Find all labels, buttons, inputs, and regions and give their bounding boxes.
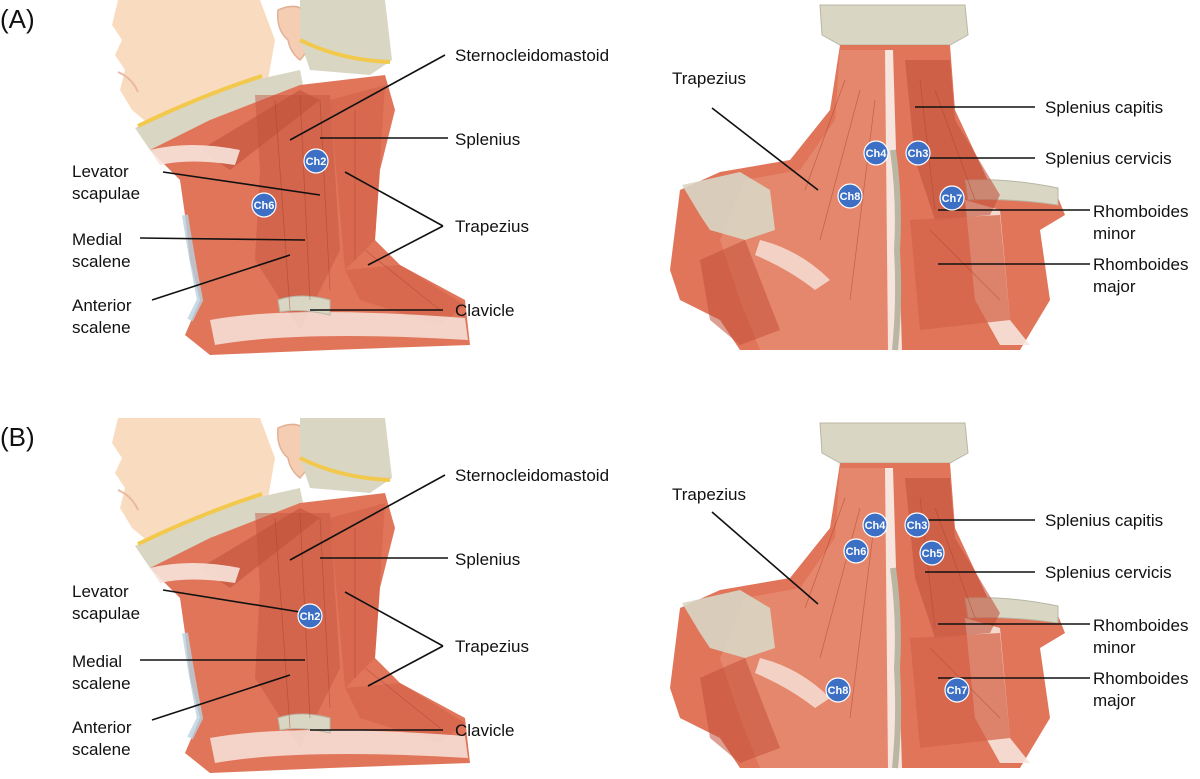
channel-marker: Ch3: [904, 512, 930, 538]
panel-a-back-neck-illustration: [670, 5, 1065, 350]
channel-marker: Ch7: [939, 185, 965, 211]
label-clavicle: Clavicle: [455, 301, 515, 320]
label-rhomboides-major-line1: Rhomboides: [1093, 669, 1188, 688]
label-medial-line2: scalene: [72, 674, 131, 693]
label-anterior-line2: scalene: [72, 318, 131, 337]
label-levator-line1: Levator: [72, 582, 129, 601]
svg-text:Ch3: Ch3: [908, 148, 929, 160]
svg-text:Ch4: Ch4: [866, 148, 888, 160]
label-splenius-capitis: Splenius capitis: [1045, 511, 1163, 530]
label-anterior-line2: scalene: [72, 740, 131, 759]
svg-text:Ch3: Ch3: [907, 520, 928, 532]
label-levator-line2: scapulae: [72, 184, 140, 203]
channel-marker: Ch2: [303, 148, 329, 174]
label-rhomboides-minor-line2: minor: [1093, 224, 1136, 243]
channel-marker: Ch4: [862, 512, 888, 538]
svg-text:Ch7: Ch7: [942, 193, 963, 205]
label-rhomboides-major-line2: major: [1093, 691, 1136, 710]
panel-a-label: (A): [0, 4, 35, 34]
label-rhomboides-minor-line1: Rhomboides: [1093, 616, 1188, 635]
label-anterior-line1: Anterior: [72, 296, 132, 315]
label-clavicle: Clavicle: [455, 721, 515, 740]
label-anterior-line1: Anterior: [72, 718, 132, 737]
label-trapezius-back: Trapezius: [672, 485, 746, 504]
label-rhomboides-minor-line1: Rhomboides: [1093, 202, 1188, 221]
channel-marker: Ch8: [825, 677, 851, 703]
panel-a: (A) Sternocleidomastoid Splenius Levator…: [0, 0, 1188, 355]
svg-text:Ch5: Ch5: [922, 548, 943, 560]
label-rhomboides-major-line2: major: [1093, 277, 1136, 296]
label-trapezius-side: Trapezius: [455, 637, 529, 656]
panel-b-side-neck-illustration: [112, 418, 470, 773]
svg-text:Ch2: Ch2: [300, 611, 321, 623]
svg-text:Ch2: Ch2: [306, 156, 327, 168]
label-levator-line2: scapulae: [72, 604, 140, 623]
label-sternocleidomastoid: Sternocleidomastoid: [455, 466, 609, 485]
channel-marker: Ch3: [905, 140, 931, 166]
channel-marker: Ch6: [843, 538, 869, 564]
label-splenius: Splenius: [455, 550, 520, 569]
channel-marker: Ch8: [837, 183, 863, 209]
channel-marker: Ch5: [919, 540, 945, 566]
svg-text:Ch7: Ch7: [947, 685, 968, 697]
panel-b-back-neck-illustration: [670, 423, 1065, 768]
panel-b-label: (B): [0, 422, 35, 452]
label-rhomboides-major-line1: Rhomboides: [1093, 255, 1188, 274]
label-splenius-cervicis: Splenius cervicis: [1045, 149, 1172, 168]
svg-text:Ch8: Ch8: [840, 191, 861, 203]
svg-text:Ch8: Ch8: [828, 685, 849, 697]
channel-marker: Ch2: [297, 603, 323, 629]
label-medial-line1: Medial: [72, 230, 122, 249]
svg-text:Ch6: Ch6: [254, 200, 275, 212]
label-rhomboides-minor-line2: minor: [1093, 638, 1136, 657]
channel-marker: Ch7: [944, 677, 970, 703]
channel-marker: Ch4: [863, 140, 889, 166]
label-splenius: Splenius: [455, 130, 520, 149]
label-trapezius-side: Trapezius: [455, 217, 529, 236]
panel-a-side-neck-illustration: [112, 0, 470, 355]
svg-text:Ch6: Ch6: [846, 546, 867, 558]
label-sternocleidomastoid: Sternocleidomastoid: [455, 46, 609, 65]
panel-b: (B) Sternocleidomastoid Splenius Levator…: [0, 418, 1188, 773]
label-medial-line2: scalene: [72, 252, 131, 271]
label-levator-line1: Levator: [72, 162, 129, 181]
label-medial-line1: Medial: [72, 652, 122, 671]
label-splenius-capitis: Splenius capitis: [1045, 98, 1163, 117]
svg-text:Ch4: Ch4: [865, 520, 887, 532]
channel-marker: Ch6: [251, 192, 277, 218]
label-trapezius-back: Trapezius: [672, 69, 746, 88]
label-splenius-cervicis: Splenius cervicis: [1045, 563, 1172, 582]
